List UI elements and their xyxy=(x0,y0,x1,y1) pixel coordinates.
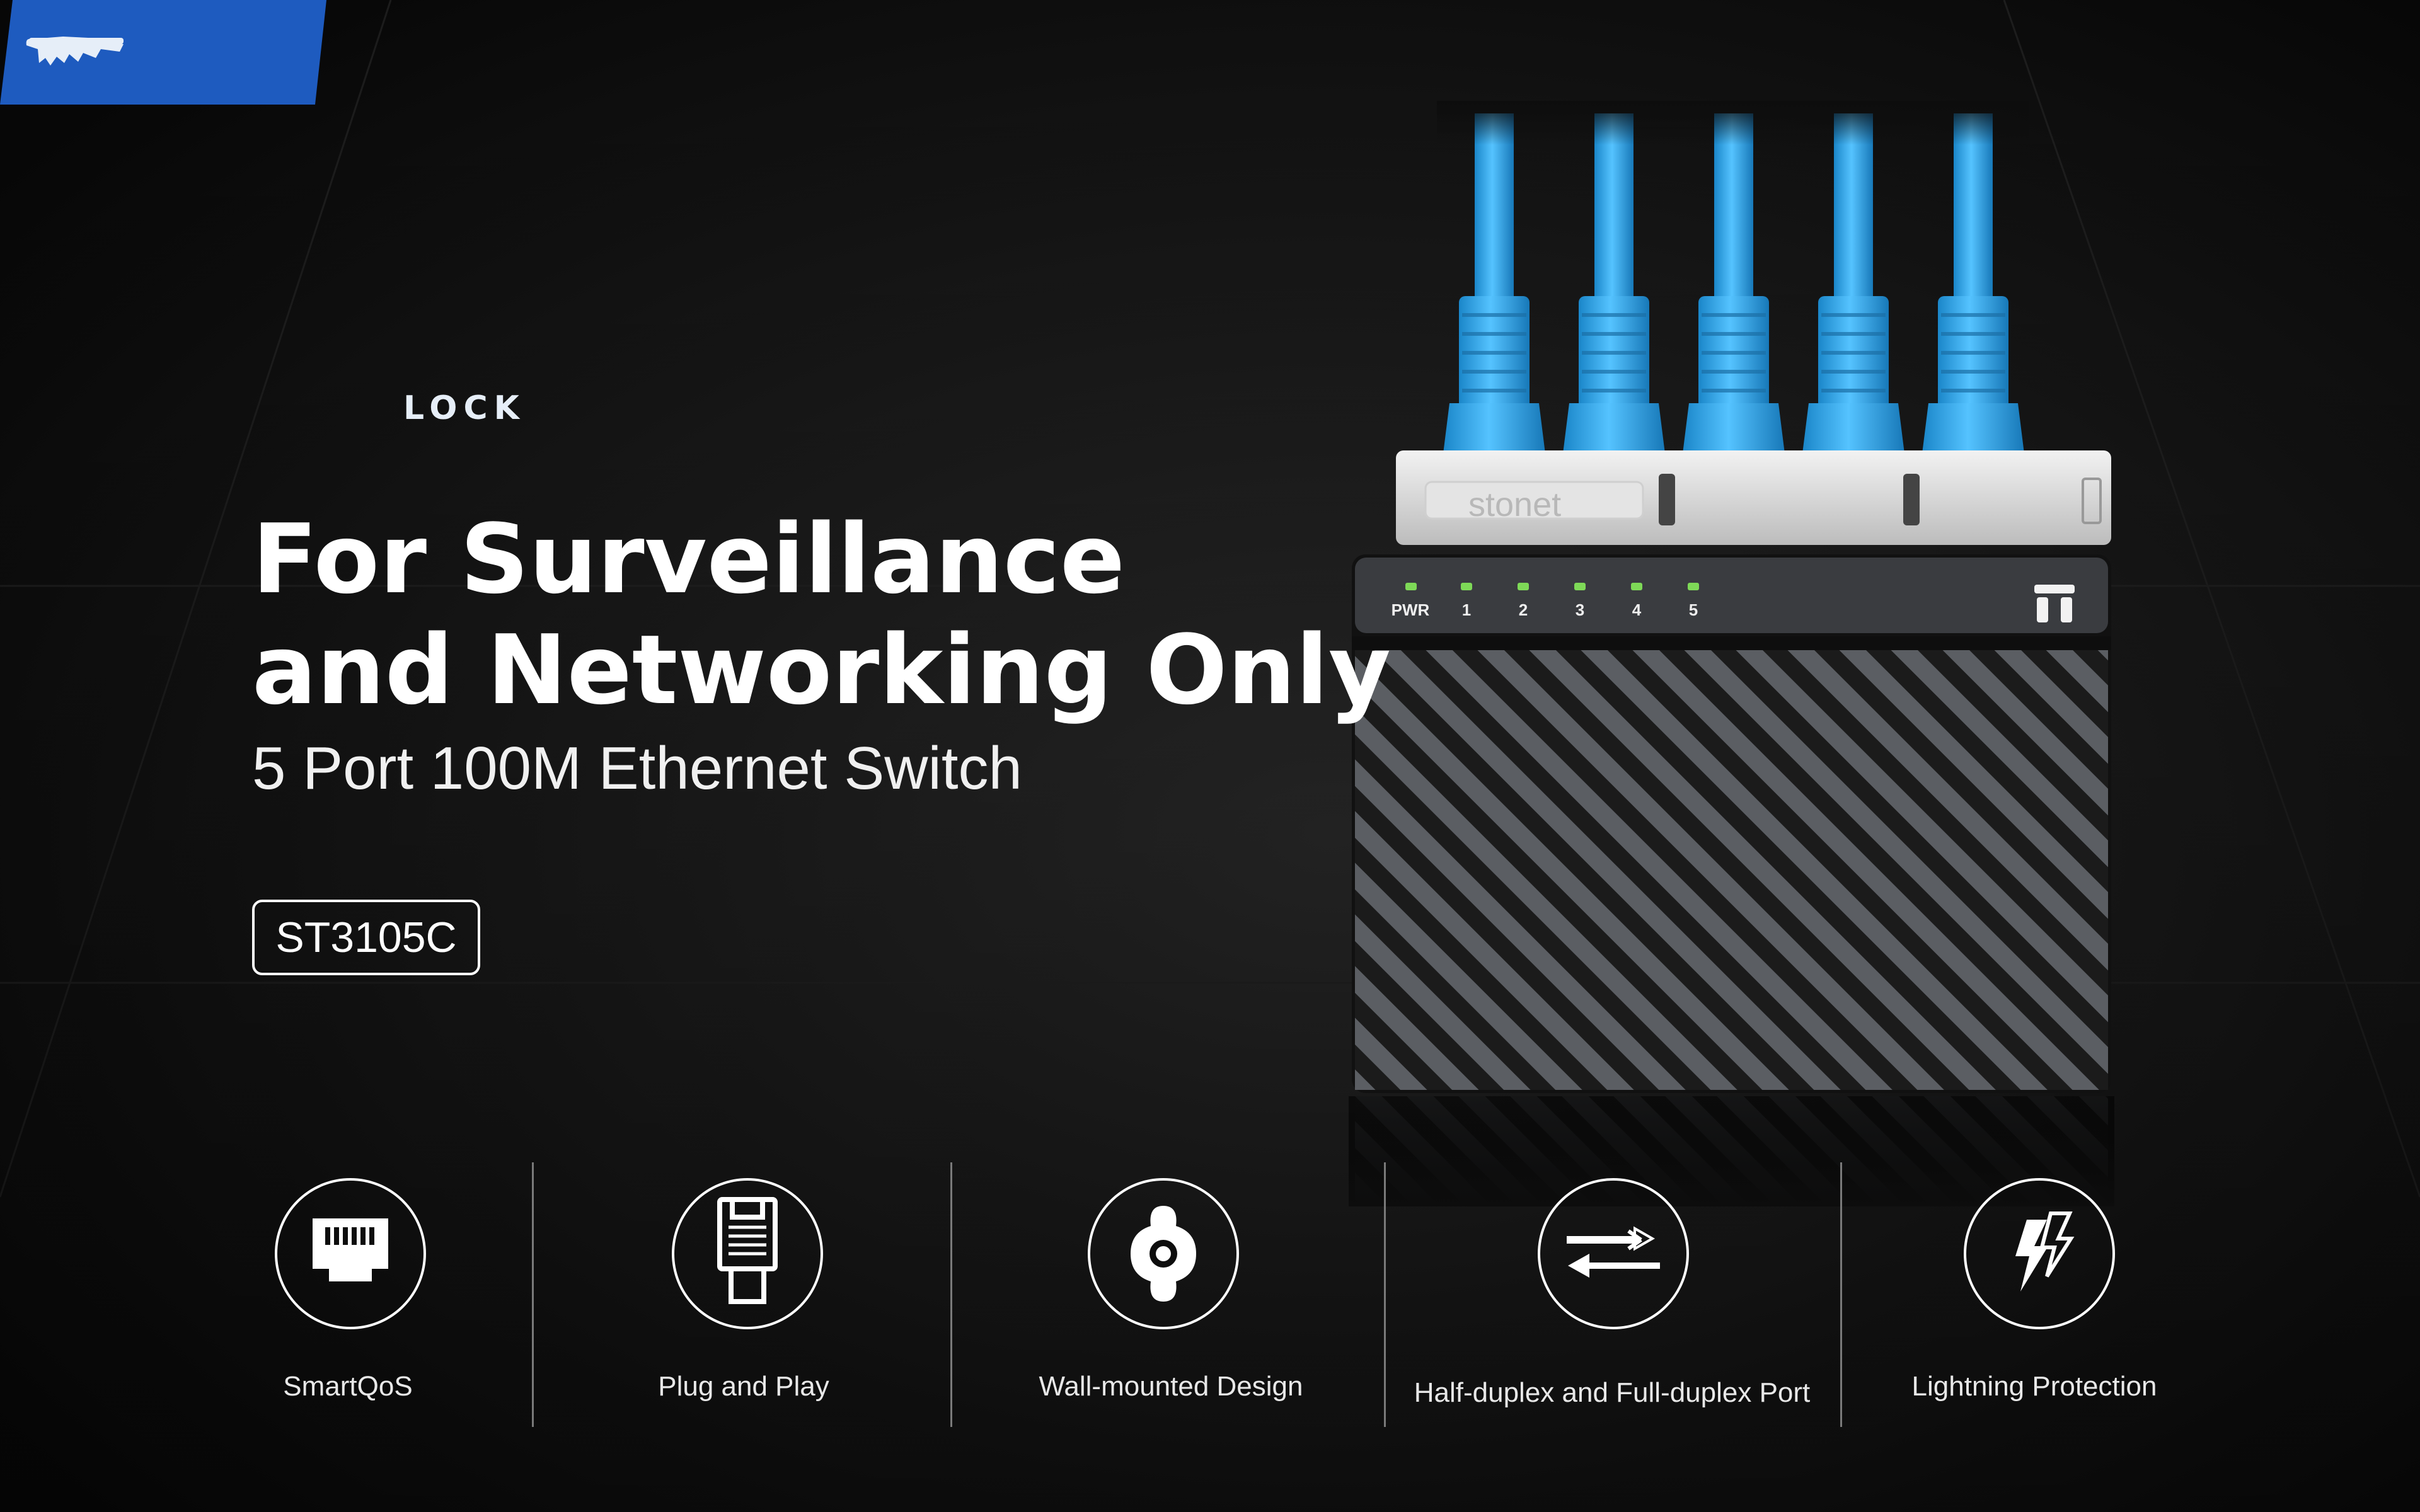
headline-line-1: For Surveillance xyxy=(252,503,1126,615)
wall-mount-icon xyxy=(1131,1206,1196,1302)
lock-badge-label: LOCK xyxy=(403,389,526,427)
stonet-logo-icon xyxy=(2034,585,2075,622)
feature-duplex xyxy=(1538,1178,1689,1329)
cable-clip-icon xyxy=(26,37,124,66)
cable-lock-bar xyxy=(1396,450,2111,545)
feature-label-smartqos: SmartQoS xyxy=(283,1371,413,1402)
headline: For Surveillance and Networking Only xyxy=(252,504,1391,726)
status-leds xyxy=(1405,583,1699,590)
feature-wall-mounted xyxy=(1088,1178,1239,1329)
feature-label-plug-and-play: Plug and Play xyxy=(658,1371,829,1402)
switch-reflection xyxy=(1349,1096,2114,1206)
led-label-5: 5 xyxy=(1688,600,1698,619)
led-label-1: 1 xyxy=(1461,600,1472,619)
subheadline: 5 Port 100M Ethernet Switch xyxy=(252,735,1022,802)
brand-name: stonet xyxy=(1468,486,1562,524)
led-label-pwr: PWR xyxy=(1391,600,1430,619)
led-label-3: 3 xyxy=(1575,600,1585,619)
headline-line-2: and Networking Only xyxy=(252,614,1392,726)
feature-lightning xyxy=(1964,1178,2115,1329)
switch-body xyxy=(1352,554,2111,1093)
lightning-icon xyxy=(2015,1211,2075,1292)
ethernet-plug-icon xyxy=(717,1197,778,1304)
feature-divider xyxy=(1840,1162,1842,1427)
led-label-2: 2 xyxy=(1518,600,1528,619)
feature-label-duplex: Half-duplex and Full-duplex Port xyxy=(1414,1377,1811,1408)
feature-label-wall-mounted: Wall-mounted Design xyxy=(1039,1371,1303,1402)
feature-label-lightning: Lightning Protection xyxy=(1911,1371,2157,1402)
led-label-4: 4 xyxy=(1632,600,1642,619)
ethernet-cables xyxy=(1437,101,2029,454)
model-badge: ST3105C xyxy=(252,900,480,975)
lock-badge xyxy=(0,0,326,105)
feature-plug-and-play xyxy=(672,1178,823,1329)
duplex-arrows-icon xyxy=(1567,1226,1660,1278)
feature-divider xyxy=(950,1162,952,1427)
feature-smartqos xyxy=(275,1178,426,1329)
rj45-port-icon xyxy=(313,1218,388,1281)
feature-divider xyxy=(1384,1162,1386,1427)
feature-divider xyxy=(532,1162,534,1427)
